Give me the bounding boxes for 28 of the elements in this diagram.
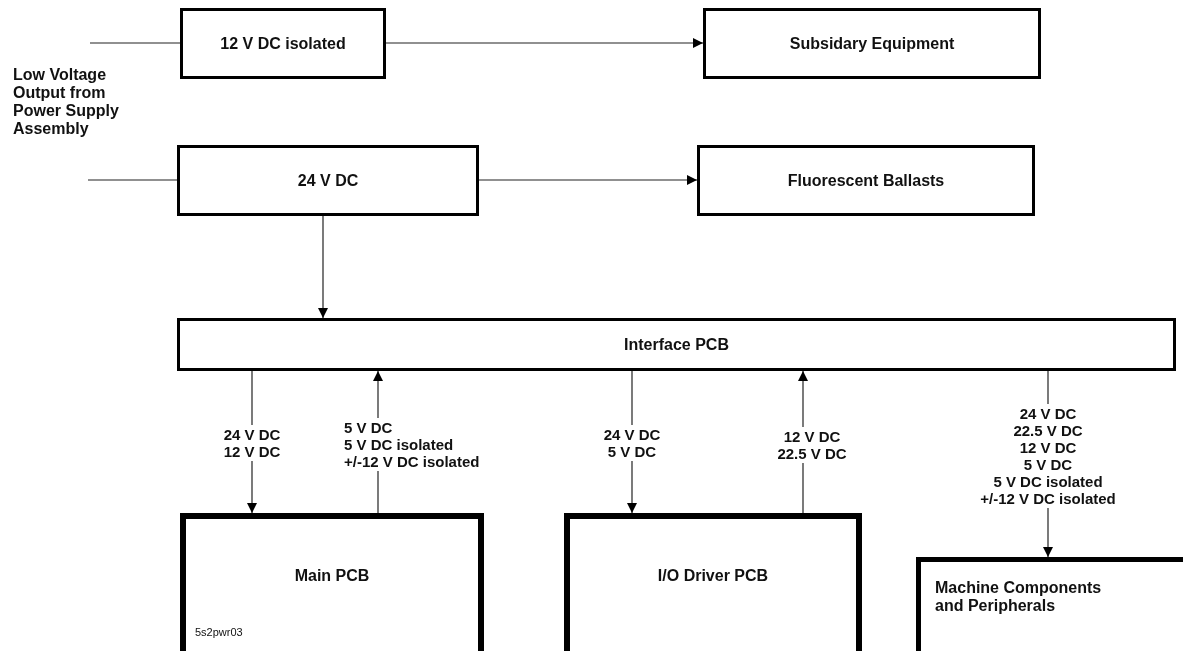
edge-label: 5 V DC 5 V DC isolated +/-12 V DC isolated	[342, 418, 482, 471]
block-box	[177, 145, 479, 216]
arrow	[318, 215, 328, 319]
block-box	[180, 8, 386, 79]
box-label: 24 V DC	[297, 171, 359, 190]
box-label: Main PCB	[294, 566, 370, 585]
edge-label: 24 V DC 22.5 V DC 12 V DC 5 V DC 5 V DC isolated +/-12 V DC isolated	[978, 404, 1118, 508]
arrow	[478, 175, 698, 185]
box-label: Machine Components and Peripherals	[935, 579, 1103, 615]
block-box	[180, 513, 484, 651]
box-label: Fluorescent Ballasts	[787, 171, 945, 190]
block-box	[703, 8, 1041, 79]
edge-label: 24 V DC 12 V DC	[221, 425, 283, 461]
connector-line	[89, 42, 181, 44]
edge-label: 12 V DC 22.5 V DC	[775, 427, 849, 463]
block-box	[564, 513, 862, 651]
block-box	[697, 145, 1035, 216]
block-box	[916, 557, 1183, 651]
connector-line	[87, 179, 178, 181]
box-label: Subsidary Equipment	[789, 34, 955, 53]
box-label: 12 V DC isolated	[220, 34, 346, 53]
box-label: Interface PCB	[624, 335, 729, 354]
input-label: Low Voltage Output from Power Supply Assembly	[13, 66, 119, 138]
drawing-number: 5s2pwr03	[195, 626, 243, 639]
arrow	[385, 38, 704, 48]
block-box	[177, 318, 1176, 371]
box-label: I/O Driver PCB	[657, 566, 769, 585]
edge-label: 24 V DC 5 V DC	[601, 425, 663, 461]
